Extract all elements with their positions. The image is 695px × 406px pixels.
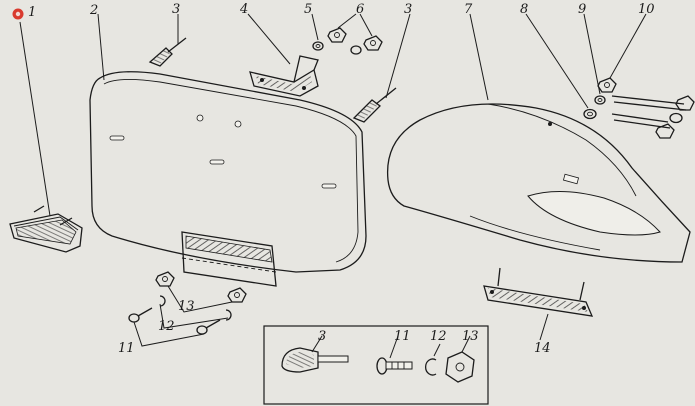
part-6-nut-and-washer (327, 27, 383, 55)
studs-and-nuts-right (611, 95, 695, 139)
label-14: 14 (534, 341, 551, 356)
leader-line-10 (609, 13, 647, 79)
part-8-washer (583, 108, 597, 120)
label-12: 12 (158, 319, 175, 334)
leader-line-2 (97, 13, 105, 81)
leader-line-6a (337, 13, 357, 29)
part-3-bolt-lower (352, 87, 397, 123)
leader-line-12 (159, 303, 229, 329)
label-6: 6 (356, 2, 364, 17)
label-5: 5 (304, 2, 312, 17)
part-1-lamp (9, 205, 83, 253)
inset-leader-3 (311, 335, 323, 353)
label-4: 4 (239, 2, 248, 17)
label-3-upper: 3 (172, 2, 180, 17)
leader-line-6b (359, 13, 373, 37)
leader-line-3b (385, 13, 411, 99)
inset-leader-13 (461, 335, 471, 353)
leader-line-8 (525, 13, 589, 109)
label-8: 8 (520, 2, 528, 17)
part-12-lock-washers (159, 295, 232, 321)
red-dot-marker-center (15, 11, 21, 17)
label-2: 2 (89, 3, 98, 18)
label-3-right: 3 (404, 2, 412, 17)
label-11: 11 (118, 341, 135, 356)
label-1: 1 (28, 5, 36, 20)
inset-leader-11 (389, 335, 399, 359)
inset-leader-12 (433, 343, 441, 357)
leader-line-14 (539, 313, 549, 341)
leader-line-5 (311, 13, 319, 41)
part-9-washer (594, 95, 606, 105)
part-14-mounting-strip (483, 267, 594, 317)
inset-label-13: 13 (462, 329, 479, 344)
inset-label-11: 11 (394, 329, 411, 344)
inset-label-12: 12 (430, 329, 447, 344)
inset-label-3: 3 (318, 329, 326, 344)
part-10-nut (597, 77, 617, 93)
label-10: 10 (638, 2, 655, 17)
leader-line-4 (247, 13, 291, 65)
leader-line-9 (583, 13, 601, 95)
part-3-bolt-upper (148, 37, 187, 67)
leader-line-13 (167, 285, 233, 313)
leader-line-11 (133, 321, 205, 347)
label-13: 13 (178, 299, 195, 314)
leader-line-7 (469, 13, 489, 101)
part-13-nuts (155, 271, 247, 303)
part-7-hood-shell (386, 103, 691, 263)
part-5-washer (312, 41, 324, 51)
leader-line-1 (19, 21, 51, 217)
label-9: 9 (578, 2, 586, 17)
part-2-plate-panel (89, 71, 367, 287)
label-7: 7 (464, 2, 473, 17)
inset-detail-box (263, 325, 489, 405)
part-4-bracket (249, 55, 319, 97)
